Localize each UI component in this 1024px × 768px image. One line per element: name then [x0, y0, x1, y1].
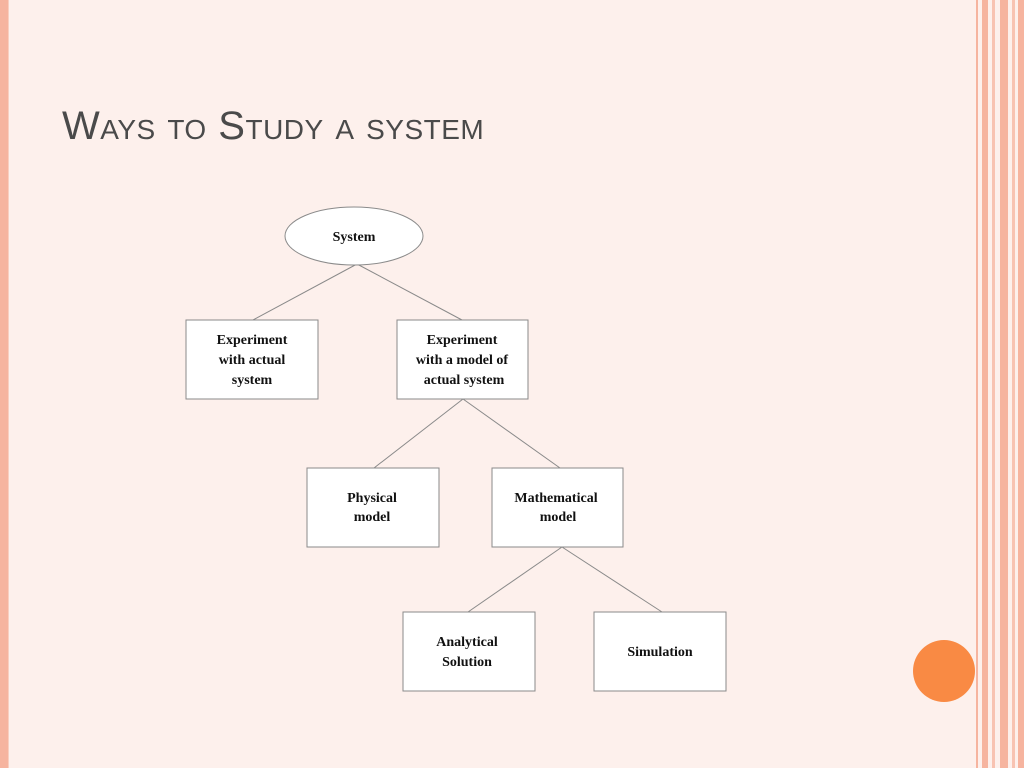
- node-simulation: Simulation: [593, 611, 727, 692]
- node-label-line: Experiment: [427, 333, 498, 348]
- stripe: [992, 0, 995, 768]
- node-system: System: [284, 206, 424, 266]
- node-label-line: Physical: [347, 491, 397, 506]
- node-label-line: model: [540, 510, 577, 525]
- node-system-label: System: [333, 230, 376, 245]
- node-label-line: model: [354, 510, 391, 525]
- left-border-strip: [0, 0, 8, 768]
- node-physical-model: Physical model: [306, 467, 440, 548]
- node-label-line: system: [232, 373, 273, 388]
- node-experiment-model: Experiment with a model of actual system: [396, 319, 529, 400]
- edge-system-to-actual: [252, 263, 358, 321]
- node-experiment-actual: Experiment with actual system: [185, 319, 319, 400]
- right-decorative-stripes: [976, 0, 1024, 768]
- node-label-line: with a model of: [416, 353, 509, 368]
- node-label-line: Simulation: [627, 645, 693, 660]
- node-label-line: actual system: [424, 373, 505, 388]
- edge-mathematical-to-simulation: [561, 546, 663, 613]
- stripe: [976, 0, 978, 768]
- node-label-line: Solution: [442, 655, 492, 670]
- node-label-line: Mathematical: [514, 491, 597, 506]
- decorative-orange-circle: [913, 640, 975, 702]
- edge-model-to-mathematical: [462, 398, 561, 469]
- node-analytical-solution: Analytical Solution: [402, 611, 536, 692]
- node-label-line: Experiment: [217, 333, 288, 348]
- node-label-line: with actual: [219, 353, 286, 368]
- stripe: [1012, 0, 1015, 768]
- edge-system-to-model: [356, 263, 463, 321]
- stripe: [982, 0, 988, 768]
- slide-title: Ways to Study a system: [62, 104, 485, 148]
- stripe: [1000, 0, 1008, 768]
- node-label-line: Analytical: [436, 635, 498, 650]
- left-border-line: [8, 0, 9, 768]
- stripe: [1018, 0, 1024, 768]
- edge-model-to-physical: [373, 398, 464, 469]
- node-mathematical-model: Mathematical model: [491, 467, 624, 548]
- edge-mathematical-to-analytical: [467, 546, 563, 613]
